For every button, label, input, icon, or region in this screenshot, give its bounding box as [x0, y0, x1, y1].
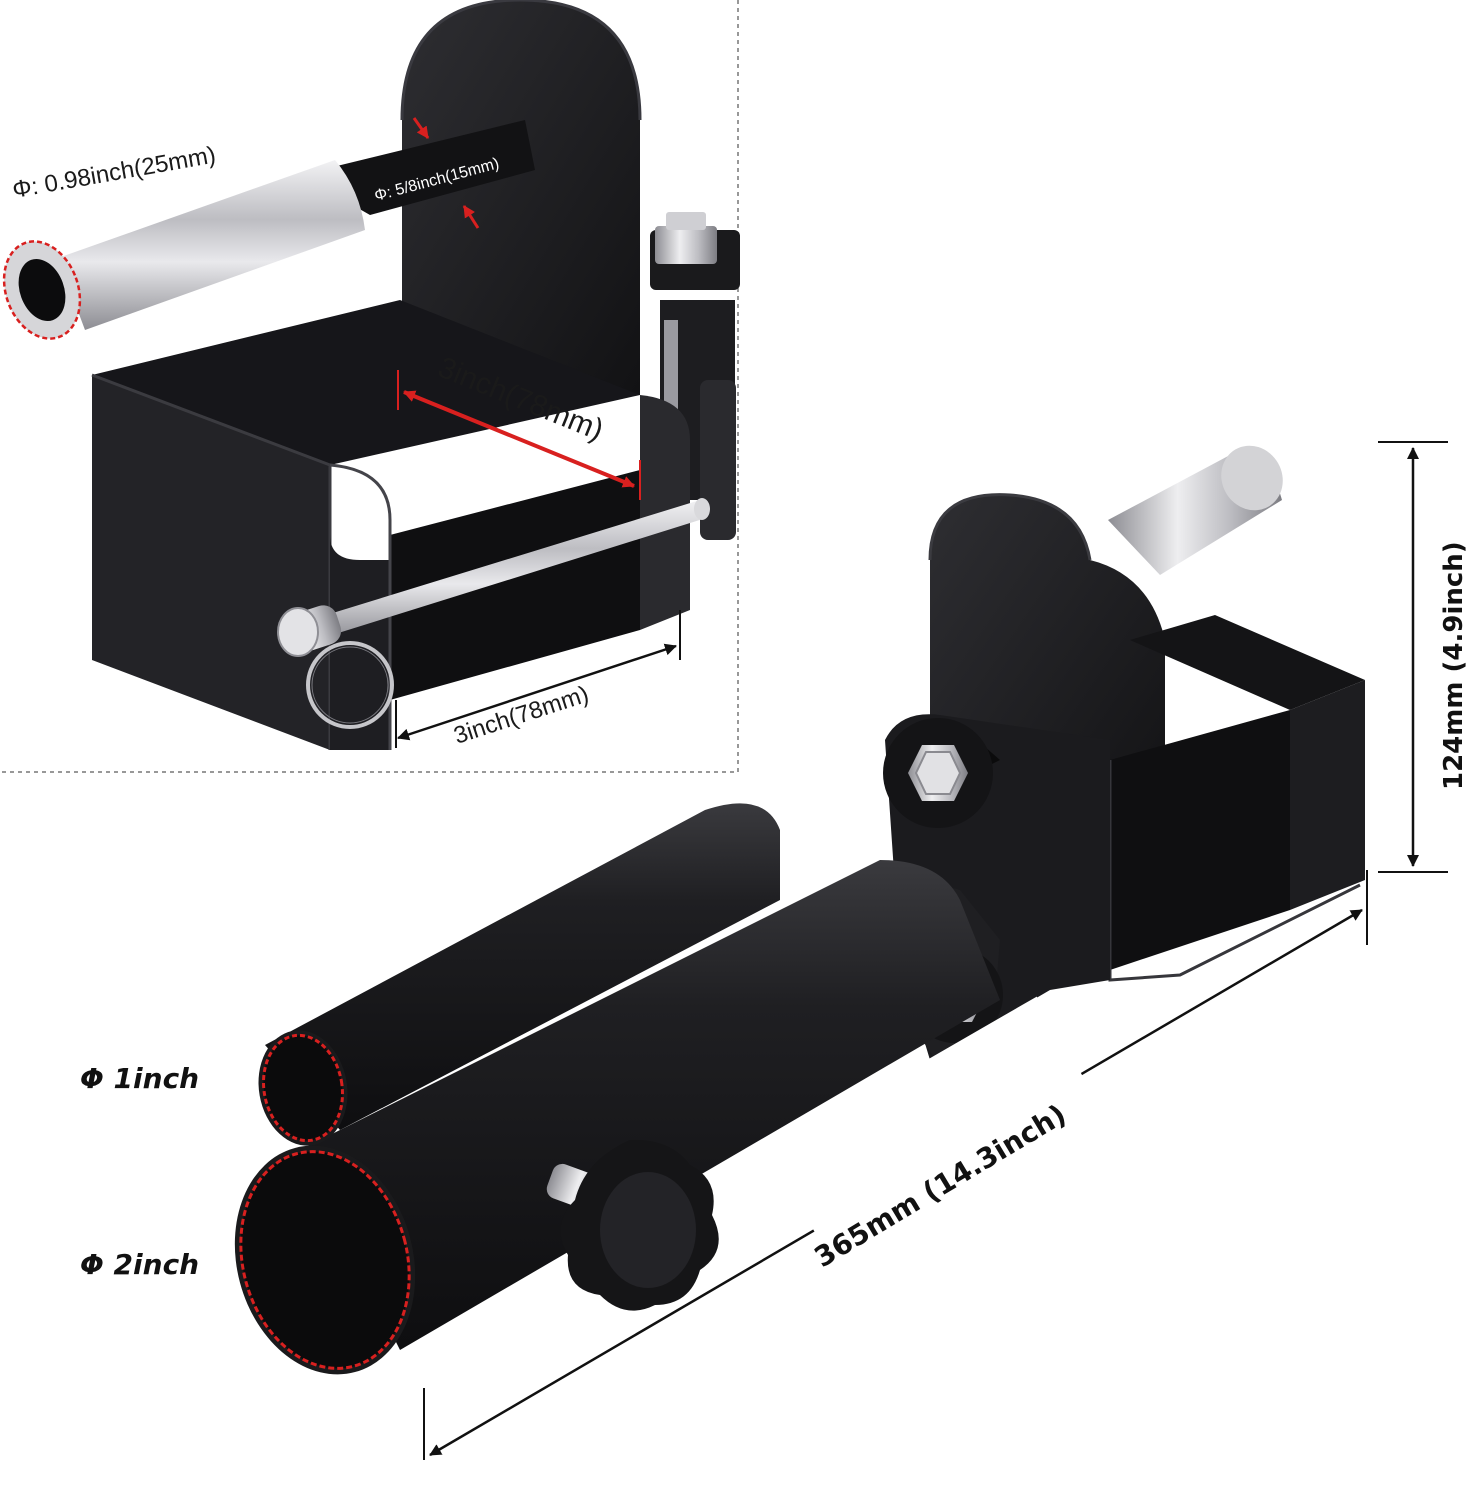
- inset-locking-pin: [277, 498, 710, 729]
- bottom-width-label: 3inch(78mm): [451, 681, 593, 750]
- inset-u-bracket: [91, 300, 690, 750]
- main-dimension-lines: [423, 441, 1448, 1460]
- height-dimension-label: 124mm (4.9inch): [1439, 541, 1469, 790]
- inset-back-plate: [400, 0, 642, 395]
- inset-dimension-lines: [395, 117, 681, 748]
- main-chrome-horn: [1108, 445, 1283, 575]
- small-tube-diameter-label: Φ 1inch: [80, 1062, 199, 1095]
- inset-chrome-sleeve: [2, 120, 535, 340]
- large-tube-diameter-label: Φ 2inch: [80, 1248, 199, 1281]
- inset-panel: Φ: 0.98inch(25mm) Φ: 5/8inch(15mm) 3inch…: [0, 0, 740, 773]
- outer-diameter-label: Φ: 0.98inch(25mm): [10, 142, 217, 204]
- main-u-bracket: [1108, 615, 1365, 982]
